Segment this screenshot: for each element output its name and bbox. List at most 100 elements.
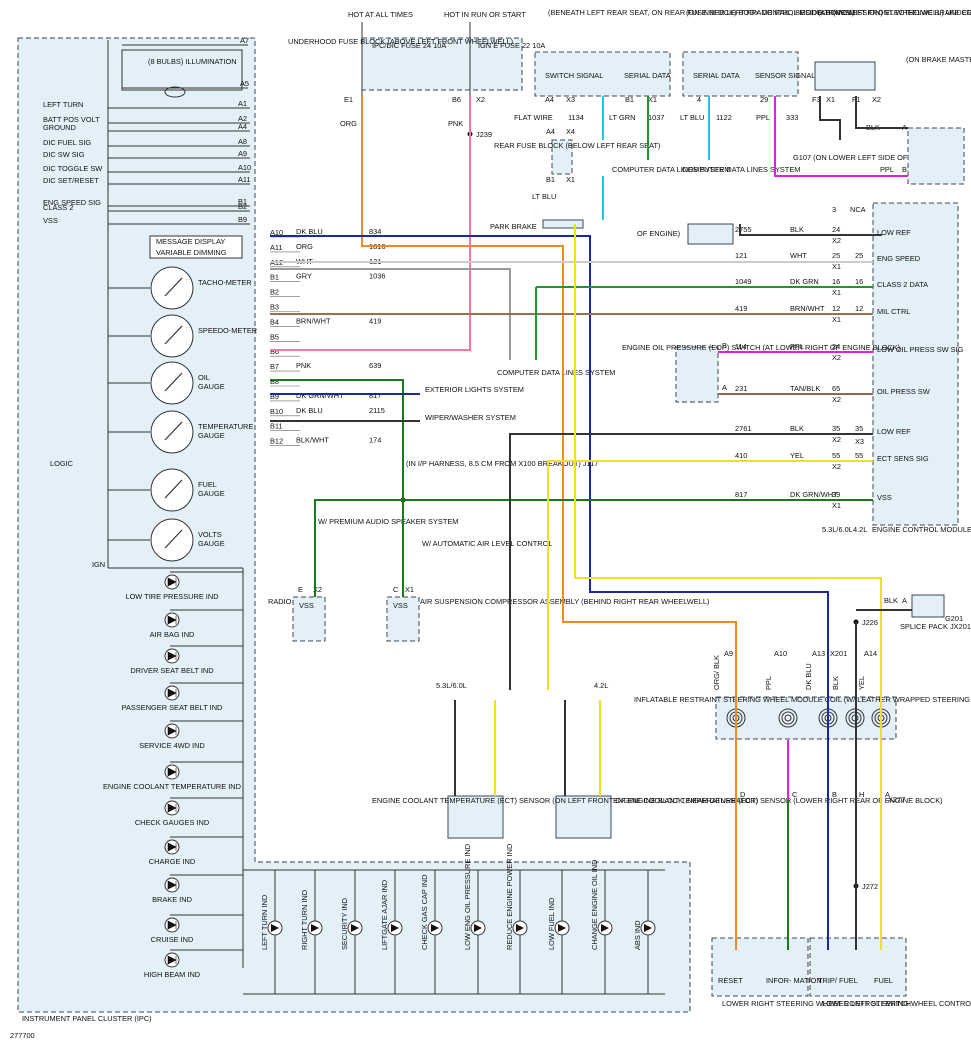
coil-top-wire: ORG/ BLK: [712, 655, 721, 690]
splice-a: A: [902, 596, 907, 605]
wire-pnk: [270, 96, 471, 351]
bottom-indicator-label: LEFT TURN IND: [260, 895, 269, 950]
fuse-ign-e: IGN E FUSE 22 10A: [478, 41, 545, 50]
pin-a5: A5: [240, 79, 249, 88]
gauge-label: SPEEDO-METER: [198, 326, 257, 335]
wire-blk-lowref: [509, 433, 873, 690]
conn-pin: B5: [270, 332, 279, 341]
ipc-pin-label: DIC TOGGLE SW: [43, 164, 102, 173]
bcm-dest: COMPUTER DATA LINES SYSTEM: [612, 165, 730, 174]
exterior-lights-label: EXTERIOR LIGHTS SYSTEM: [425, 385, 524, 394]
flat-wire-circuit: 1134: [568, 113, 584, 122]
ecm-pin: 65: [832, 384, 840, 393]
ipc-pin-label: DIC SW SIG: [43, 150, 85, 159]
ipc-pin-id: B2: [238, 202, 247, 211]
auto-air-label: W/ AUTOMATIC AIR LEVEL CONTROL: [422, 539, 552, 548]
ecm-engine-note2: 4.2L: [853, 525, 867, 534]
ect-sensor1: ENGINE COOLANT TEMPERATURE (ECT) SENSOR …: [372, 796, 758, 805]
conn-pin: B4: [270, 317, 279, 326]
splice-j239: J239: [476, 130, 492, 139]
switch-trip: TRIP/ FUEL: [818, 976, 858, 985]
coil-x201: X201: [830, 649, 847, 658]
ecm-title: ENGINE CONTROL MODULE (ECM) (NEAR LOWER …: [872, 525, 971, 534]
figure-id: 277700: [10, 1031, 35, 1040]
diode-icon: [558, 924, 566, 932]
coil-bot-pin: C: [792, 790, 798, 799]
pin-e1: E1: [344, 95, 353, 104]
ecm-signal: OIL PRESS SW: [877, 387, 930, 396]
wire-org-label: ORG: [340, 119, 357, 128]
compressor-label: AIR SUSPENSION COMPRESSOR ASSEMBLY (BEHI…: [420, 597, 709, 606]
bcm-serial-data: SERIAL DATA: [624, 71, 671, 80]
wire-dkblu: [270, 235, 829, 950]
indicator-label: LOW TIRE PRESSURE IND: [125, 592, 218, 601]
gauge-needle: [164, 421, 183, 441]
ipc-logic-label: LOGIC: [50, 459, 74, 468]
conn-circuit: 834: [369, 227, 381, 236]
ecm-circuit: 410: [735, 451, 747, 460]
vss-group: (IN I/P HARNESS, 8.5 CM FROM X100 BREAKO…: [268, 459, 709, 642]
ect-variant1: 5.3L/6.0L: [436, 681, 467, 690]
ipc-pin-id: A11: [238, 175, 251, 184]
ecm-pin: 25: [832, 251, 840, 260]
wire-ecm-lowref: [739, 224, 882, 236]
premium-audio-label: W/ PREMIUM AUDIO SPEAKER SYSTEM: [318, 517, 458, 526]
wire-blk-g107: [819, 96, 841, 140]
ipc-pin-id: A2: [238, 114, 247, 123]
bcm-pin-b1: B1: [625, 95, 634, 104]
indicator-label: CRUISE IND: [151, 935, 194, 944]
right-switch-title: LOWER RIGHT STEERING WHEEL CONTROL SWITC…: [722, 999, 911, 1008]
coil-top-pin: A10: [774, 649, 787, 658]
ecm-wire-color: TAN/BLK: [790, 384, 820, 393]
ecm-pin: 35: [832, 424, 840, 433]
ect-sensor2: ENGINE COOLANT TEMPERATURE (ECT) SENSOR …: [613, 796, 943, 805]
diode-icon: [167, 842, 177, 852]
bcm-module: (BENEATH LEFT REAR SEAT, ON REAR FUSE BL…: [534, 8, 854, 174]
conn-circuit: 817: [369, 391, 381, 400]
compressor-vss: VSS: [393, 601, 408, 610]
hot-in-run: HOT IN RUN OR START: [444, 10, 526, 19]
bottom-indicator-label: SECURITY IND: [340, 898, 349, 950]
ecm-wire-color: DK GRN/WHT: [790, 490, 838, 499]
indicator-label: AIR BAG IND: [150, 630, 195, 639]
gauge-needle: [164, 479, 183, 499]
ipc-pin-label: DIC SET/RESET: [43, 176, 99, 185]
ecm-conn: X1: [832, 315, 841, 324]
coil-top-pin: A13: [812, 649, 825, 658]
conn-wire-color: PNK: [296, 361, 311, 370]
wire-dkgrn-class2: [535, 286, 873, 360]
wire-vss-radio: [314, 499, 403, 597]
brake-fluid-block: (ABOVE LEFT FRONT WHEELWELL) UNDERHOOD F…: [793, 8, 971, 185]
diode-icon: [391, 924, 399, 932]
ipc-pin-id: A8: [238, 137, 247, 146]
coil-top-pin: A14: [864, 649, 877, 658]
bcm-pin-a4: A4: [545, 95, 554, 104]
ecm-conn: X2: [832, 462, 841, 471]
diode-icon: [351, 924, 359, 932]
fuse-block-title: UNDERHOOD FUSE BLOCK (ABOVE LEFT FRONT W…: [288, 37, 513, 46]
conn-pin: A11: [270, 243, 283, 252]
ecm-wire-color: DK GRN: [790, 277, 819, 286]
ecm-conn: X2: [832, 435, 841, 444]
diode-icon: [644, 924, 652, 932]
radio-vss: VSS: [299, 601, 314, 610]
ecm-signal: VSS: [877, 493, 892, 502]
indicator-label: PASSENGER SEAT BELT IND: [122, 703, 223, 712]
ecm-engine-note: 5.3L/6.0L: [822, 525, 853, 534]
ecm-circuit: 1049: [735, 277, 751, 286]
wire-gry: [270, 268, 511, 360]
switch-fuel: FUEL: [874, 976, 893, 985]
ect-variant2: 4.2L: [594, 681, 608, 690]
data-lines-label: COMPUTER DATA LINES SYSTEM: [497, 368, 615, 377]
rear-conn-x4: X4: [566, 127, 575, 136]
bcm-conn-x3: X3: [566, 95, 575, 104]
ipc-pin-id: B9: [238, 215, 247, 224]
ebcm-pin29: 29: [760, 95, 768, 104]
brake-pin-f3: F3: [812, 95, 821, 104]
ecm-conn: X2: [832, 353, 841, 362]
ipc-pin-label: ENG SPEED SIG: [43, 198, 101, 207]
conn-circuit: 419: [369, 316, 381, 325]
